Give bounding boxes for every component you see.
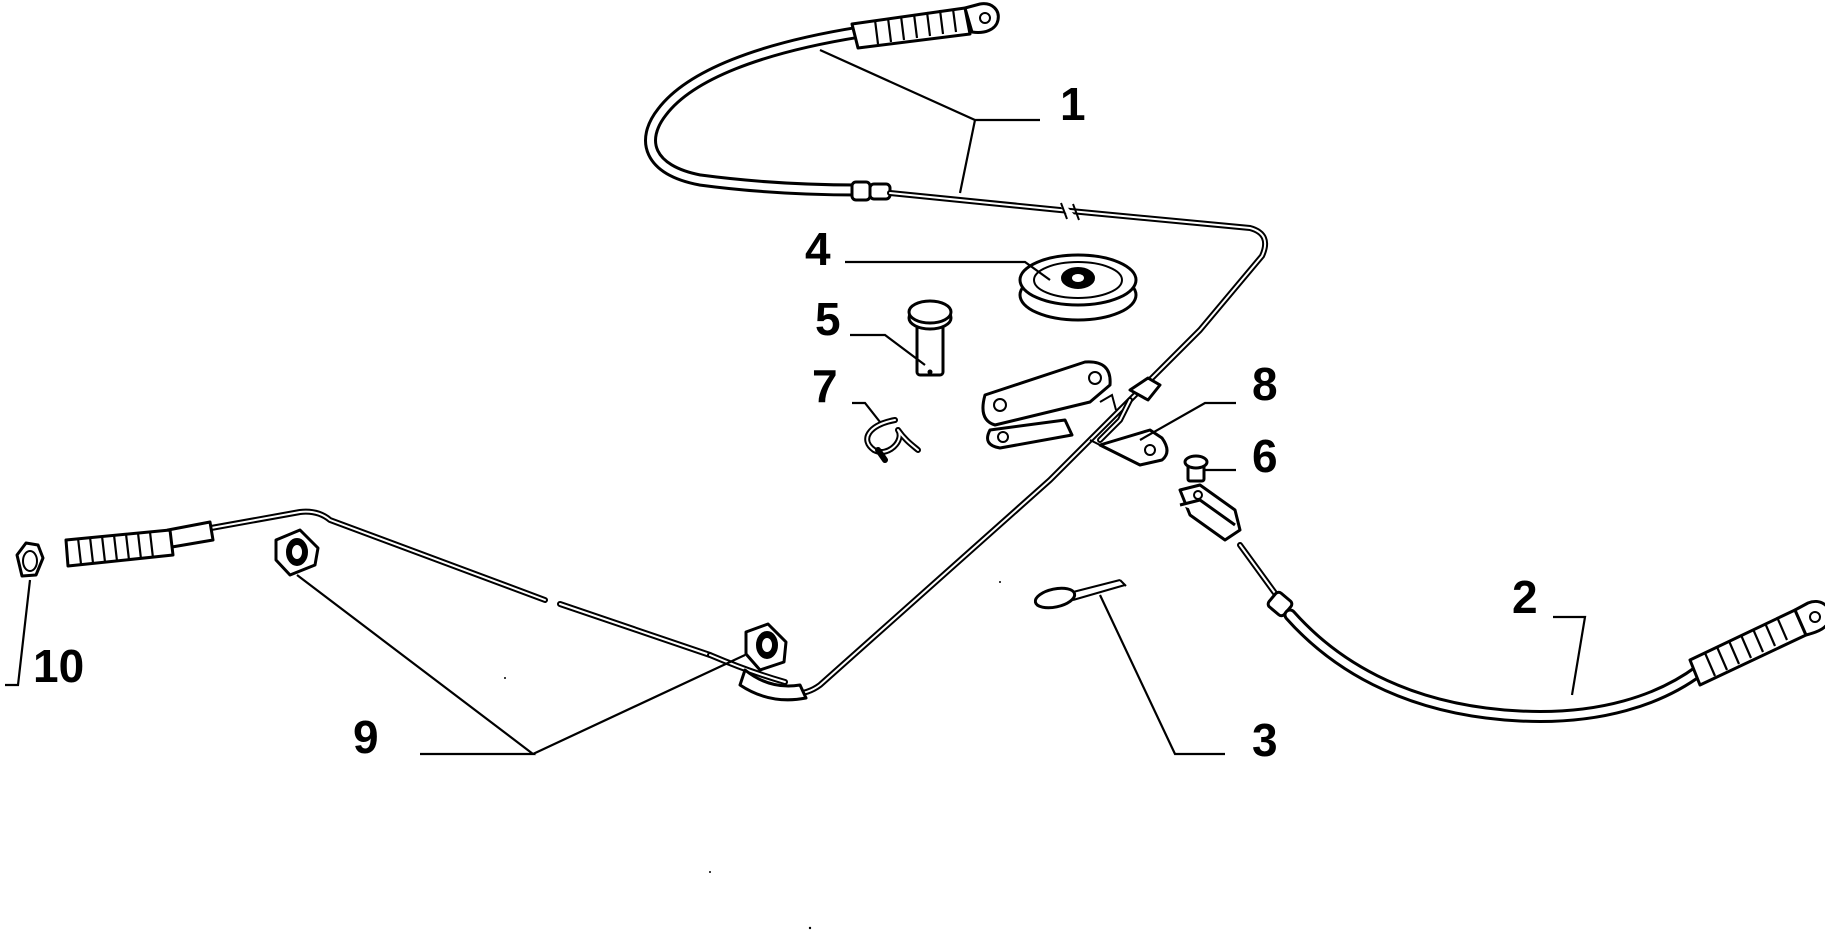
callout-9: 9 xyxy=(353,711,379,763)
callout-1: 1 xyxy=(1060,78,1086,130)
nut-part-10 xyxy=(15,541,45,578)
cable-part-2 xyxy=(1178,483,1825,723)
callout-10: 10 xyxy=(33,640,84,692)
bracket-plates xyxy=(981,360,1117,450)
cotter-pin-part-3 xyxy=(1033,579,1127,610)
pin-part-5 xyxy=(907,299,953,377)
cable-lower-left xyxy=(64,508,808,702)
callout-7: 7 xyxy=(812,360,838,412)
pulley-part-4 xyxy=(1018,253,1138,322)
callout-labels: 1 2 3 4 5 6 7 8 9 10 xyxy=(33,78,1538,766)
leader-lines xyxy=(5,48,1587,756)
callout-4: 4 xyxy=(805,223,831,275)
pin-part-6 xyxy=(1183,454,1209,483)
grommet-part-9 xyxy=(274,528,788,672)
cable-part-1 xyxy=(644,2,1268,697)
callout-2: 2 xyxy=(1512,571,1538,623)
clip-part-7 xyxy=(864,417,921,463)
callout-8: 8 xyxy=(1252,358,1278,410)
callout-3: 3 xyxy=(1252,714,1278,766)
callout-6: 6 xyxy=(1252,430,1278,482)
lever-part-8 xyxy=(1089,376,1169,467)
callout-5: 5 xyxy=(815,293,841,345)
